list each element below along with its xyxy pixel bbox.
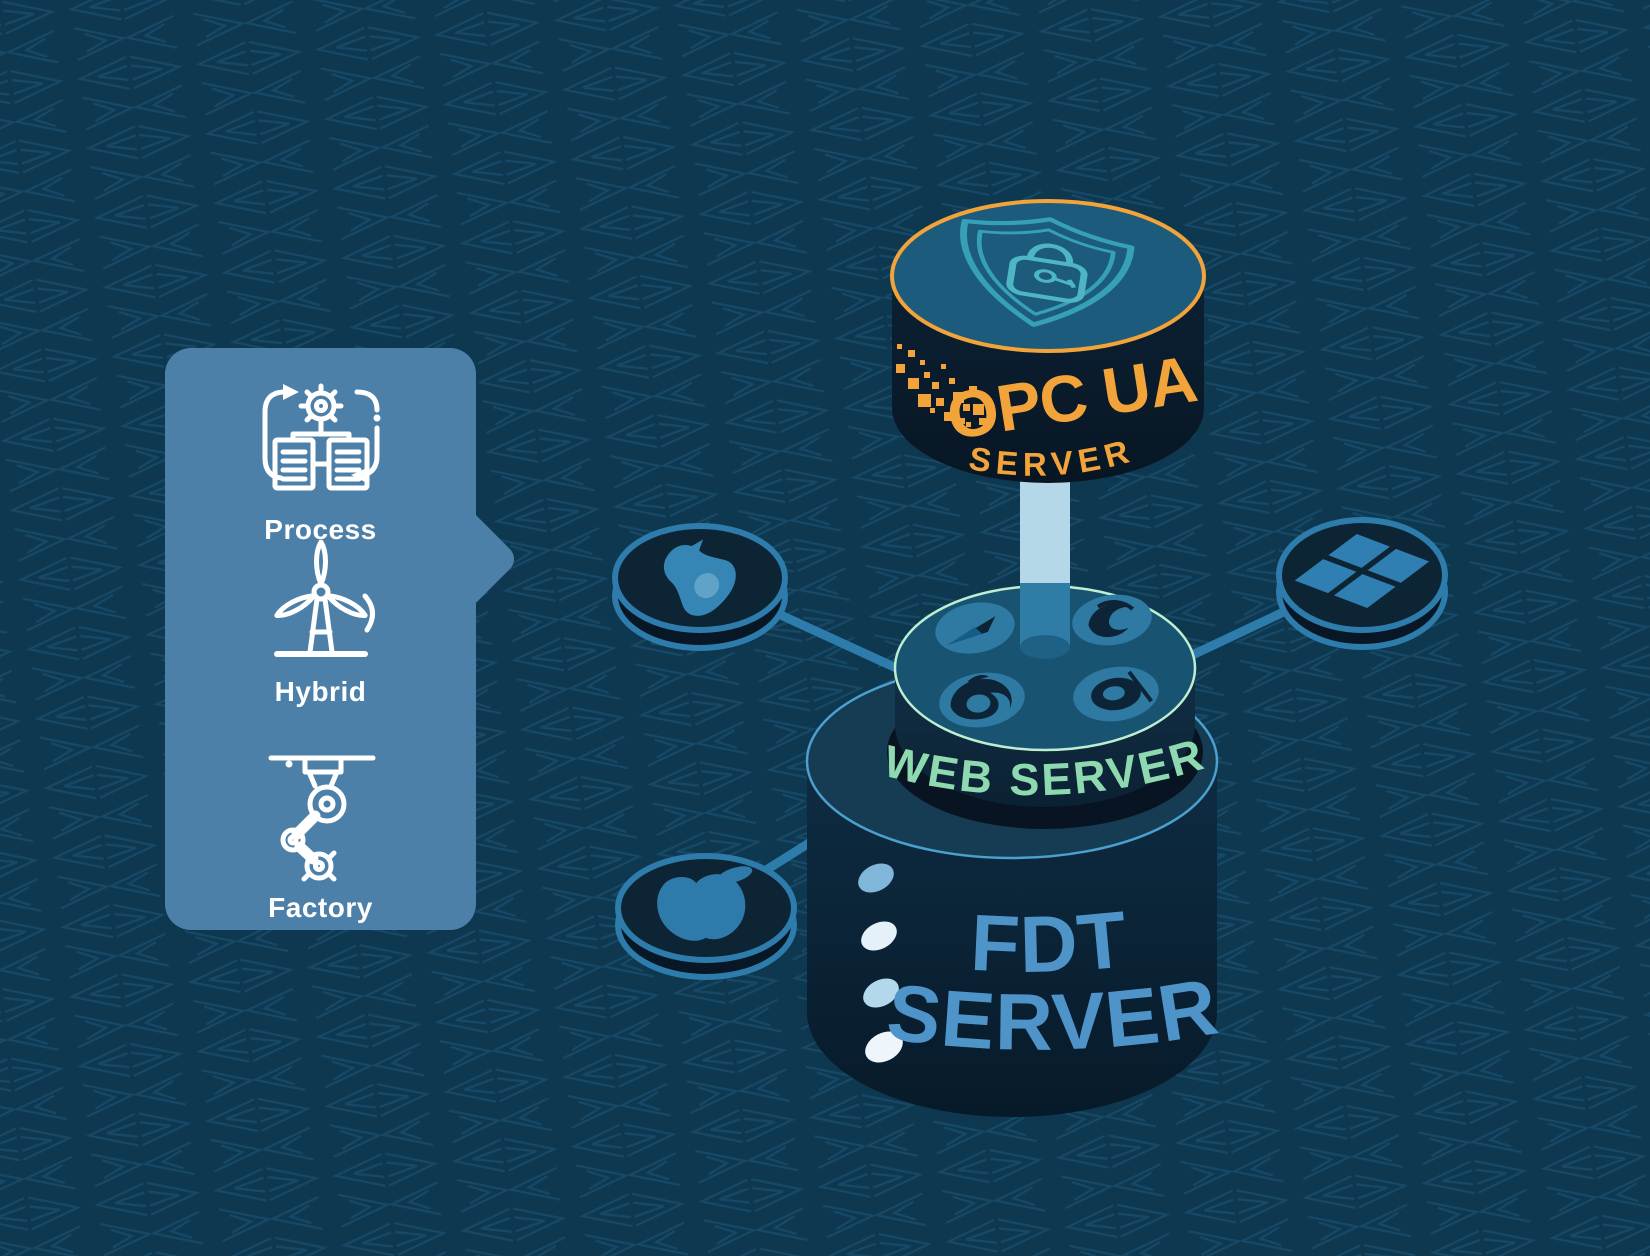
fdt-server-label-line2: SERVER [882, 961, 1225, 1067]
callout-item-process: Process [165, 376, 476, 546]
opc-ua-top [890, 199, 1206, 353]
platform-disc-apple [615, 853, 797, 980]
callout-panel: Process Hybrid [165, 348, 476, 930]
platform-disc-windows [1276, 517, 1448, 650]
linux-tux-icon [663, 539, 736, 616]
platform-disc-linux [612, 523, 788, 651]
fdt-server-label-line1: FDT [969, 894, 1133, 989]
windows-icon [1294, 534, 1430, 608]
edge-browser-icon [1072, 594, 1152, 646]
safari-browser-icon [935, 602, 1015, 654]
opera-browser-icon [1073, 666, 1159, 722]
shield-lock-icon [960, 217, 1135, 327]
callout-item-hybrid: Hybrid [165, 540, 476, 708]
opc-ua-server-cylinder: OPC UA SERVER [890, 199, 1206, 483]
vent-dots-decoration [858, 863, 903, 1063]
callout-label-factory: Factory [268, 892, 373, 923]
process-automation-icon [262, 383, 380, 491]
wind-turbine-icon [273, 540, 375, 657]
callout-label-hybrid: Hybrid [274, 676, 367, 707]
robot-arm-icon [268, 755, 375, 882]
apple-icon [657, 866, 753, 941]
pixel-dissolve-decoration [896, 344, 986, 427]
callout-item-factory: Factory [165, 748, 476, 924]
firefox-browser-icon [939, 672, 1025, 728]
